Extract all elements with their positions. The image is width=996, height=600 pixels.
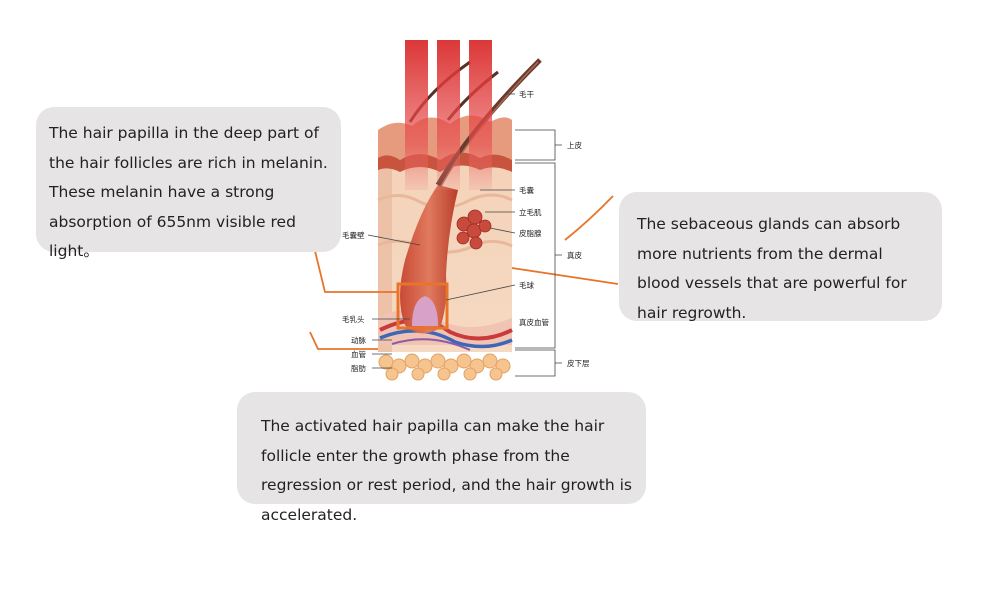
callout-papilla-text: The hair papilla in the deep part of the… bbox=[49, 124, 328, 260]
pointer-blood bbox=[309, 331, 378, 350]
papilla-highlight-box bbox=[396, 282, 449, 330]
label-blood-vessel: 血管 bbox=[351, 349, 366, 359]
label-follicle-wall: 毛囊壁 bbox=[342, 230, 365, 240]
label-hair-shaft: 毛干 bbox=[519, 89, 534, 99]
red-light-beams bbox=[405, 40, 492, 190]
pointer-sebaceous bbox=[564, 195, 614, 241]
callout-sebaceous-text: The sebaceous glands can absorb more nut… bbox=[637, 215, 907, 322]
label-hair-bulb: 毛球 bbox=[519, 280, 534, 290]
label-epidermis: 上皮 bbox=[567, 140, 582, 150]
label-artery: 动脉 bbox=[351, 335, 366, 345]
label-fat: 脂肪 bbox=[351, 363, 366, 373]
callout-pointers bbox=[304, 195, 619, 350]
callout-papilla: The hair papilla in the deep part of the… bbox=[36, 107, 341, 260]
label-papilla: 毛乳头 bbox=[342, 314, 365, 324]
callout-activated-text: The activated hair papilla can make the … bbox=[261, 417, 632, 524]
label-root-sheath: 毛囊 bbox=[519, 185, 534, 195]
label-subcutaneous: 皮下层 bbox=[567, 358, 590, 368]
label-sebaceous-gland: 皮脂腺 bbox=[519, 228, 542, 238]
label-dermal-vessel: 真皮血管 bbox=[519, 317, 549, 327]
callout-activated-papilla: The activated hair papilla can make the … bbox=[237, 392, 646, 524]
label-dermis: 真皮 bbox=[567, 250, 582, 260]
callout-sebaceous: The sebaceous glands can absorb more nut… bbox=[619, 192, 942, 322]
pointer-dermal-vessel bbox=[511, 267, 619, 285]
label-arrector-pili: 立毛肌 bbox=[519, 207, 542, 217]
label-leaders bbox=[367, 93, 562, 377]
